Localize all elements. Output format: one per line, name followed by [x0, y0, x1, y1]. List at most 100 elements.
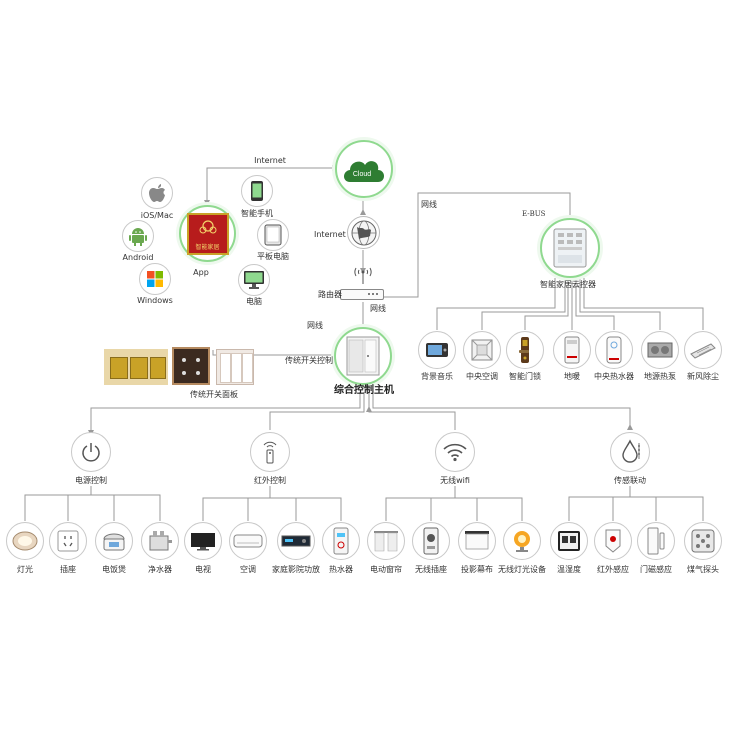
device-label: 电视	[195, 565, 211, 574]
cloud-icon: Cloud	[344, 161, 384, 182]
water-heater-node[interactable]	[322, 522, 360, 560]
door-lock-icon	[519, 337, 529, 363]
touch-switch-panel[interactable]	[172, 347, 210, 385]
app-node[interactable]: 智能家居	[179, 205, 236, 262]
door-sensor-node[interactable]	[637, 522, 675, 560]
gas-detector-node[interactable]	[684, 522, 722, 560]
gold-switch-panel[interactable]	[104, 349, 168, 385]
tv-node[interactable]	[184, 522, 222, 560]
downlight-icon	[12, 531, 38, 551]
globe-icon	[351, 220, 376, 245]
amplifier-icon	[281, 535, 311, 547]
cloud-controller-node[interactable]	[540, 218, 600, 278]
device-label: 地暖	[564, 372, 580, 381]
control-box-icon	[346, 336, 380, 376]
socket-node[interactable]	[49, 522, 87, 560]
device-label: 新风除尘	[687, 372, 719, 381]
boiler-icon	[564, 336, 580, 364]
sensor-node[interactable]	[610, 432, 650, 472]
home-theater-node[interactable]	[277, 522, 315, 560]
computer-icon	[244, 271, 264, 289]
smart-plug-icon	[423, 527, 439, 555]
gas-water-heater-icon	[333, 527, 349, 555]
central-water-heater-node[interactable]	[595, 331, 633, 369]
rice-cooker-node[interactable]	[95, 522, 133, 560]
gas-detector-icon	[691, 529, 715, 553]
pc-node[interactable]	[238, 264, 270, 296]
main-host-node[interactable]	[334, 327, 392, 385]
wire-cloud-app	[206, 167, 335, 200]
desk-lamp-icon	[514, 531, 530, 552]
device-label: 中央空调	[466, 372, 498, 381]
power-icon	[82, 443, 100, 462]
wifi-icon	[443, 443, 467, 462]
infrared-sensor-node[interactable]	[594, 522, 632, 560]
category-label: 无线wifi	[440, 476, 470, 485]
wireless-socket-node[interactable]	[412, 522, 450, 560]
device-label: 门磁感应	[640, 565, 672, 574]
central-ac-node[interactable]	[463, 331, 501, 369]
router-device[interactable]	[340, 289, 384, 300]
device-label: 背景音乐	[421, 372, 453, 381]
category-label: 红外控制	[254, 476, 286, 485]
air-conditioner-node[interactable]	[229, 522, 267, 560]
curtain-icon	[374, 531, 398, 552]
bg-music-node[interactable]	[418, 331, 456, 369]
heat-pump-node[interactable]	[641, 331, 679, 369]
ios-node[interactable]	[141, 177, 173, 209]
device-label: 电动窗帘	[370, 565, 402, 574]
floor-heating-node[interactable]	[553, 331, 591, 369]
tablet-node[interactable]	[257, 219, 289, 251]
rocker-switch-panel[interactable]	[216, 349, 254, 385]
fresh-air-node[interactable]	[684, 331, 722, 369]
water-drop-sensor-icon	[622, 439, 640, 463]
device-label: 电饭煲	[102, 565, 126, 574]
wireless-light-node[interactable]	[503, 522, 541, 560]
phone-node[interactable]	[241, 175, 273, 207]
device-label: 净水器	[148, 565, 172, 574]
app-badge-text: 智能家居	[195, 243, 220, 251]
device-label: 投影幕布	[461, 565, 493, 574]
motion-sensor-icon	[605, 529, 621, 553]
device-label: 灯光	[17, 565, 33, 574]
device-label: 无线插座	[415, 565, 447, 574]
heat-pump-icon	[647, 342, 673, 358]
apple-icon	[149, 184, 165, 202]
android-node[interactable]	[122, 220, 154, 252]
power-control-node[interactable]	[71, 432, 111, 472]
cloud-label: Cloud	[353, 171, 371, 178]
cloud-node[interactable]: Cloud	[335, 140, 393, 198]
infrared-control-node[interactable]	[250, 432, 290, 472]
device-label: 插座	[60, 565, 76, 574]
light-node[interactable]	[6, 522, 44, 560]
water-purifier-node[interactable]	[141, 522, 179, 560]
network-main-label: 网线	[307, 321, 323, 330]
door-magnet-icon	[647, 527, 665, 555]
tablet-icon	[264, 224, 282, 246]
category-label: 传感联动	[614, 476, 646, 485]
tablet-label: 平板电脑	[257, 252, 289, 261]
switch-panel-label: 传统开关面板	[190, 390, 238, 399]
remote-control-icon	[263, 441, 277, 464]
wire-router-ecloud	[383, 192, 571, 298]
main-host-label: 综合控制主机	[334, 385, 394, 396]
temp-humidity-node[interactable]	[550, 522, 588, 560]
rice-cooker-icon	[103, 533, 125, 551]
music-panel-icon	[426, 343, 448, 357]
ebus-label: E-BUS	[522, 210, 546, 218]
wifi-node[interactable]	[435, 432, 475, 472]
pc-label: 电脑	[246, 297, 262, 306]
ceiling-ac-icon	[471, 339, 493, 361]
device-label: 智能门锁	[509, 372, 541, 381]
smart-lock-node[interactable]	[506, 331, 544, 369]
device-label: 煤气探头	[687, 565, 719, 574]
phone-label: 智能手机	[241, 209, 273, 218]
projection-screen-node[interactable]	[458, 522, 496, 560]
projection-screen-icon	[465, 531, 489, 550]
globe-node	[347, 216, 380, 249]
ios-label: iOS/Mac	[140, 211, 174, 220]
cloud-controller-label: 智能家居云控器	[540, 280, 596, 289]
electric-curtain-node[interactable]	[367, 522, 405, 560]
windows-node[interactable]	[139, 263, 171, 295]
device-label: 家庭影院功放	[272, 565, 320, 574]
